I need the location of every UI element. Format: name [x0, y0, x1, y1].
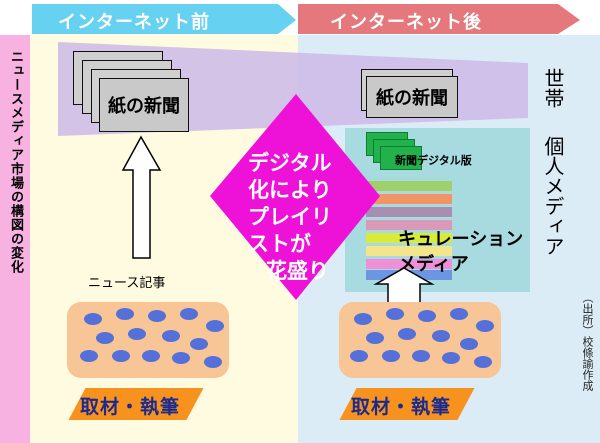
stripe-7 [366, 259, 452, 269]
dot [206, 320, 224, 332]
dot [204, 356, 222, 368]
dot [190, 338, 208, 350]
stripe-5 [366, 233, 452, 243]
newspaper-right: 紙の新聞 [366, 76, 458, 118]
dot [142, 350, 160, 362]
dot [172, 352, 190, 364]
dot [350, 350, 368, 362]
diamond-line-5: 花盛り [266, 259, 329, 283]
dot [354, 313, 372, 325]
dot [180, 308, 198, 320]
header-before-label: インターネット前 [58, 12, 210, 33]
household-label: 世帯 [541, 68, 565, 108]
dot [112, 350, 130, 362]
reporting-label-left: 取材・執筆 [80, 396, 181, 418]
stripe-3 [366, 207, 452, 217]
curation-label-2: メディア [398, 254, 469, 275]
source-note: （出所）校條諭作成 [581, 292, 594, 391]
curation-label-1: キュレーション [398, 229, 524, 250]
diamond-line-1: デジタル [248, 151, 332, 175]
dot [398, 328, 416, 340]
diamond-line-4: ストが [248, 232, 311, 256]
dot [412, 350, 430, 362]
dot [148, 310, 166, 322]
dot [96, 332, 114, 344]
stripe-1 [366, 181, 452, 191]
digital-edition-label: 新聞デジタル版 [395, 154, 472, 167]
dot [382, 350, 400, 362]
dot [366, 332, 384, 344]
header-after-arrow [298, 4, 580, 34]
dot [418, 310, 436, 322]
dot [476, 320, 494, 332]
header-after-label: インターネット後 [330, 12, 482, 33]
left-title-strip [0, 35, 30, 443]
dot [386, 308, 404, 320]
dot [128, 328, 146, 340]
newspaper-left: 紙の新聞 [99, 78, 189, 132]
diamond-line-3: プレイリ [248, 205, 332, 229]
dot [84, 313, 102, 325]
dot [442, 352, 460, 364]
dot [162, 330, 180, 342]
header-arrows [32, 4, 580, 34]
individual-media-label: 個人メディア [541, 136, 565, 256]
header-before-arrow [32, 4, 296, 34]
left-vertical-title: ニュースメディア市場の構図の変化 [8, 50, 23, 274]
diamond-line-2: 化により [248, 178, 332, 202]
dot [432, 330, 450, 342]
diamond-text-block: デジタル 化により プレイリ ストが 花盛り [248, 150, 348, 285]
stripe-6 [366, 246, 452, 256]
stripe-2 [366, 194, 452, 204]
dot [474, 356, 492, 368]
stripe-4 [366, 220, 452, 230]
reporting-label-right: 取材・執筆 [351, 396, 452, 418]
dot [80, 350, 98, 362]
dot [450, 308, 468, 320]
digital-stack-front [380, 146, 422, 170]
dot [116, 308, 134, 320]
news-article-label: ニュース記事 [88, 276, 166, 291]
dot [460, 338, 478, 350]
